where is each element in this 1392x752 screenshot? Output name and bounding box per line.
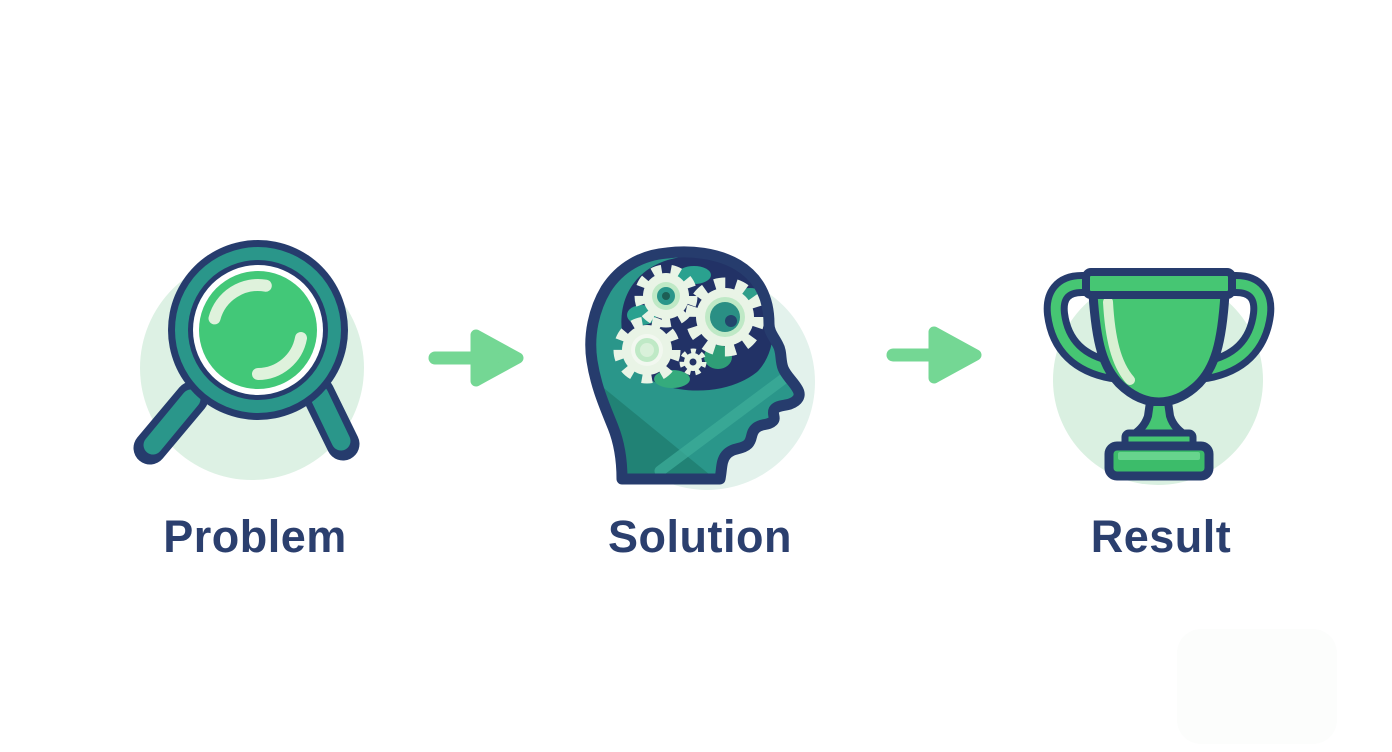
gear-bottom-left [613,316,681,384]
magnifying-glass-icon [133,240,364,480]
arrow-right-icon [428,329,524,387]
gear-right [685,277,765,357]
lens-highlight-bottom [252,332,307,380]
trophy-highlight [1103,297,1135,385]
head-streak [654,371,792,477]
stage-label-solution: Solution [608,511,792,562]
head-with-gears-icon [585,246,815,490]
magnifier-handle-right [301,376,360,461]
arrow-right-icon [886,326,982,384]
trophy-rim [1082,268,1236,299]
corner-artifact [1177,629,1337,744]
trophy-icon [1043,268,1275,485]
stage-label-problem: Problem [163,511,347,562]
trophy-base-highlight [1118,452,1200,460]
trophy-handle-left [1043,272,1124,382]
trophy-handle-right [1194,272,1275,382]
trophy-base [1104,441,1214,481]
head-outline [585,246,805,485]
gear-small [679,348,707,376]
stage-label-result: Result [1090,511,1232,562]
magnifier-handle-left [133,381,209,465]
lens-highlight-top [208,279,272,325]
gear-top-left [634,264,698,328]
magnifier-ring [168,240,348,420]
